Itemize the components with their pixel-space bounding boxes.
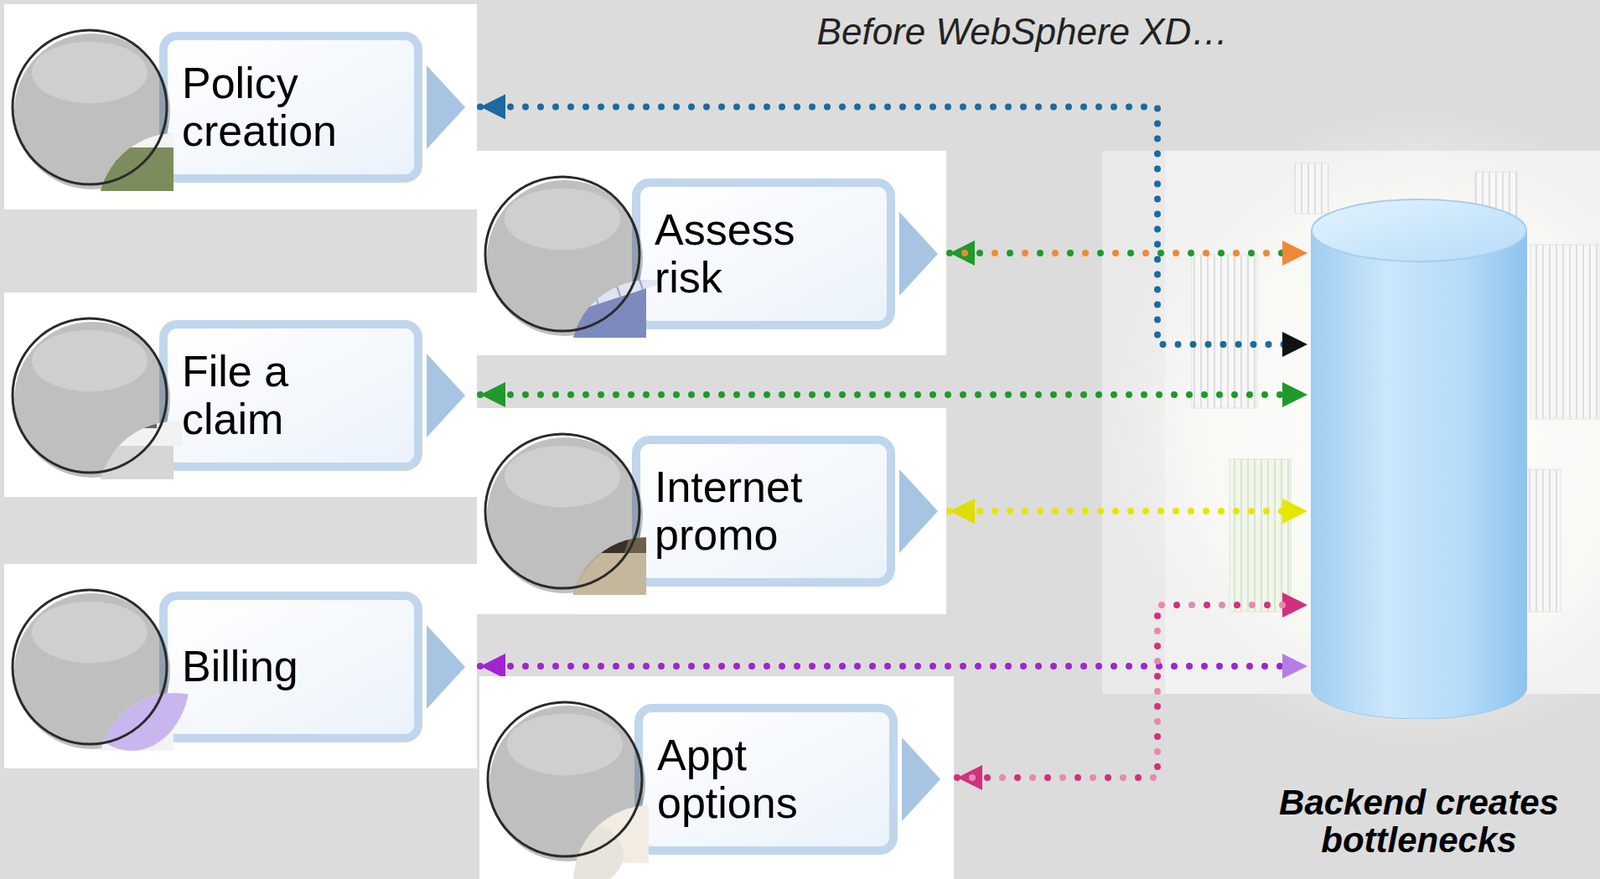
chevron [899,469,938,554]
photo-part [478,170,647,338]
figure-line [22,679,115,693]
photo-part [31,403,90,416]
chevron [901,737,941,822]
dotted-connector [480,394,1308,396]
server-tower [1191,254,1258,409]
gloss [507,714,623,777]
dotted-connector [957,605,1308,778]
gloss [504,188,621,251]
figure-line [22,662,115,676]
photo-rim [485,434,640,589]
server-tower [1294,163,1329,214]
stroller [77,124,96,158]
chevron [426,65,466,150]
server-tower [1530,244,1600,420]
glow [1099,109,1600,747]
photo-rim [485,176,640,332]
photo-part [478,427,647,596]
photo-part [123,416,157,429]
connector-path [949,249,1308,257]
photo [481,695,649,879]
key-line [552,239,576,312]
backend-note: Backend creates bottlenecks [1251,783,1587,860]
cylinder-top [1311,199,1527,262]
gloss [504,445,621,508]
diagram-title: Before WebSphere XD… [771,10,1274,55]
photo [5,583,191,751]
title-area: Before WebSphere XD… [771,10,1274,55]
photo-part [5,23,174,192]
photo-rim [12,590,167,745]
photo [5,311,182,480]
process-panel: File a claim [4,292,477,498]
process-panel: Policy creation [4,4,477,210]
card [163,324,419,467]
process-label: Appt options [657,731,859,828]
dotted-connector [949,511,1308,513]
process-panel: Appt options [479,676,954,879]
photo-part [481,695,649,864]
photo [478,427,647,596]
database-cylinder: Backend creates bottlenecks [1310,198,1528,720]
chevron [426,353,466,438]
photo-rim [487,702,643,857]
connector-path [480,391,1308,399]
photo [476,170,661,338]
connector-path [949,249,1308,257]
process-label: File a claim [181,347,384,444]
gloss [31,41,148,104]
card [163,36,419,179]
photo [5,23,174,192]
process-label: Billing [181,642,384,691]
connector-path [949,507,1308,515]
cylinder-art [1310,198,1528,720]
figure-line [22,696,115,710]
dotted-connector [949,253,1308,254]
process-panel: Internet promo [476,408,947,615]
process-panel: Billing [4,564,477,769]
shirt [506,817,624,879]
process-label: Internet promo [654,463,856,560]
fence [5,122,174,148]
gloss [31,601,148,664]
process-label: Policy creation [181,59,384,156]
dotted-connector [480,666,1308,668]
key-line [507,253,532,327]
photo-rim [12,318,167,473]
cylinder-body [1310,230,1528,720]
card [638,708,894,851]
key-line [529,246,554,319]
photo-part [5,311,174,480]
process-label: Assess risk [654,206,856,302]
chevron [426,625,466,710]
photo-rim [12,30,167,185]
card [636,440,891,583]
process-panel: Assess risk [476,150,947,356]
chevron [899,212,938,296]
card [163,595,419,739]
card [636,182,891,326]
connector-path [480,662,1308,670]
gloss [31,330,148,393]
connector-path [957,605,1308,778]
server-tower [1229,459,1291,612]
connector-path [957,605,1308,778]
